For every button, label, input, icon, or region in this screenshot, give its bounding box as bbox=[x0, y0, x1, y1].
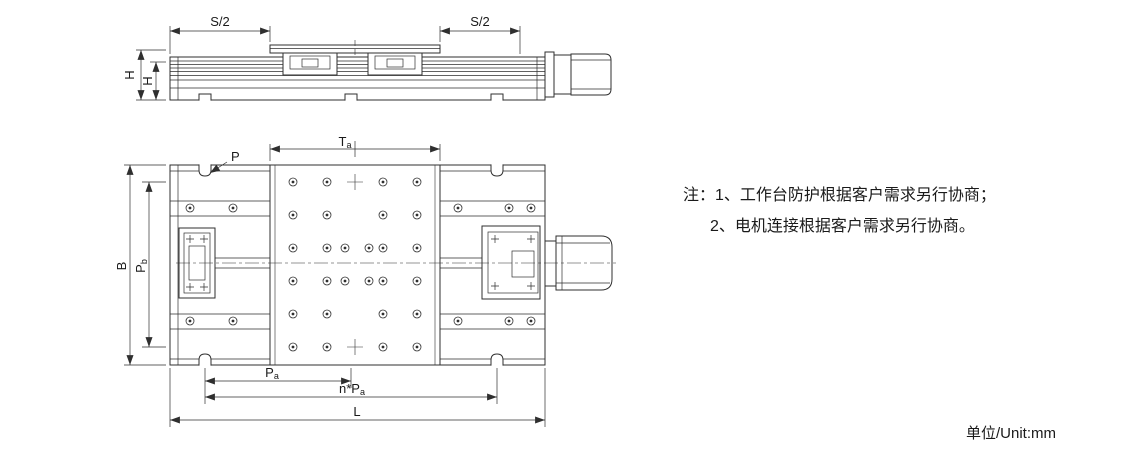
plan-dimensions: Ta P B Pb Pa n*Pa L bbox=[114, 134, 546, 427]
motor-side bbox=[544, 51, 612, 98]
dim-s2-left: S/2 bbox=[169, 14, 271, 54]
dim-npa: n*Pa bbox=[205, 381, 497, 401]
dim-label-l: L bbox=[353, 404, 360, 419]
side-dimensions: S/2 S/2 H H bbox=[122, 14, 521, 101]
dim-ta: Ta bbox=[269, 134, 441, 161]
dim-h-body: H bbox=[140, 61, 166, 100]
dim-label-ta: Ta bbox=[339, 134, 352, 150]
side-base-notches bbox=[198, 93, 504, 101]
carriage-left bbox=[282, 51, 338, 76]
table-plate-plan bbox=[269, 164, 441, 366]
dim-label-s2-left: S/2 bbox=[210, 14, 230, 29]
dim-label-h-total: H bbox=[122, 70, 137, 79]
dim-label-b: B bbox=[114, 262, 129, 271]
motor-mount bbox=[481, 225, 541, 300]
plan-rail-bands bbox=[170, 200, 545, 330]
dim-label-pb: Pb bbox=[133, 259, 149, 273]
side-view bbox=[169, 40, 612, 101]
dim-label-p: P bbox=[231, 149, 240, 164]
dim-label-npa: n*Pa bbox=[339, 381, 365, 397]
dim-label-s2-right: S/2 bbox=[470, 14, 490, 29]
notes: 注：1、工作台防护根据客户需求另行协商； 2、电机连接根据客户需求另行协商。 bbox=[683, 186, 996, 235]
dim-b: B bbox=[114, 164, 166, 366]
unit-label: 单位/Unit:mm bbox=[966, 425, 1056, 442]
dim-pb: Pb bbox=[133, 181, 166, 348]
plan-view bbox=[169, 164, 616, 366]
dim-l: L bbox=[169, 368, 546, 427]
dim-s2-right: S/2 bbox=[439, 14, 521, 54]
dim-label-h-body: H bbox=[140, 76, 155, 85]
note-line-2: 2、电机连接根据客户需求另行协商。 bbox=[710, 217, 975, 235]
carriage-right bbox=[367, 51, 423, 76]
table-plate-side bbox=[269, 40, 441, 57]
dim-label-pa: Pa bbox=[265, 365, 279, 381]
dim-h-total: H bbox=[122, 49, 166, 101]
plan-edge-notches bbox=[198, 164, 504, 366]
side-rail-lines bbox=[170, 57, 545, 100]
screw-shaft bbox=[215, 257, 482, 269]
note-line-1: 注：1、工作台防护根据客户需求另行协商； bbox=[683, 186, 996, 204]
dim-p-leader: P bbox=[209, 149, 240, 174]
